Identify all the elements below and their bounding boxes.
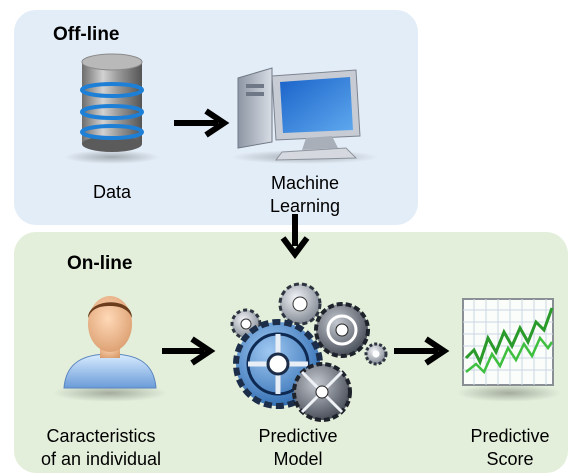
database-shadow xyxy=(64,150,160,164)
online-title: On-line xyxy=(67,253,133,274)
individual-label-line1: Caracteristics xyxy=(46,426,156,446)
gears-icon xyxy=(230,282,388,422)
ml-label-line1: Machine xyxy=(270,173,340,193)
arrow-ml-to-model xyxy=(280,214,310,259)
individual-label: Caracteristics of an individual xyxy=(26,425,176,471)
arrow-person-to-model xyxy=(162,336,216,366)
arrow-data-to-ml xyxy=(174,108,230,138)
offline-title: Off-line xyxy=(53,24,120,45)
arrow-model-to-score xyxy=(394,336,450,366)
person-icon xyxy=(63,296,157,389)
data-label: Data xyxy=(92,182,132,202)
model-label: Predictive Model xyxy=(246,425,350,471)
score-label-line1: Predictive xyxy=(470,426,550,446)
score-label-line2: Score xyxy=(486,449,534,469)
model-label-line1: Predictive xyxy=(258,426,338,446)
model-label-line2: Model xyxy=(273,449,323,469)
chart-icon xyxy=(462,298,554,386)
score-label: Predictive Score xyxy=(460,425,560,471)
computer-icon xyxy=(237,67,361,161)
database-icon xyxy=(80,53,144,152)
ml-label: Machine Learning xyxy=(250,172,360,218)
individual-label-line2: of an individual xyxy=(40,449,162,469)
chart-shadow xyxy=(456,384,562,402)
ml-label-line2: Learning xyxy=(269,196,341,216)
